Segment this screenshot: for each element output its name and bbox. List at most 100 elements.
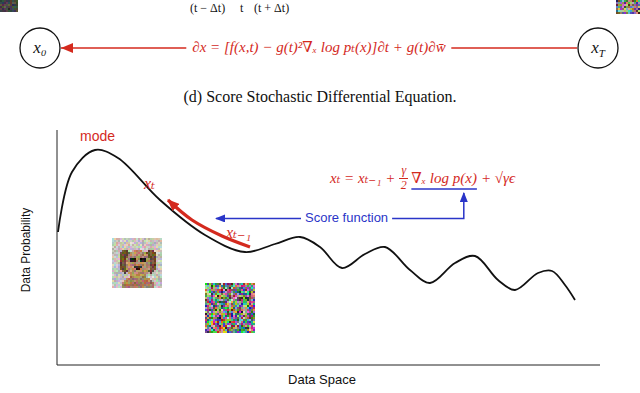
image-pixel — [209, 329, 211, 331]
image-pixel — [211, 303, 213, 305]
image-pixel — [235, 329, 237, 331]
image-pixel — [221, 289, 223, 291]
image-pixel — [217, 311, 219, 313]
image-pixel — [215, 291, 217, 293]
image-pixel — [140, 244, 142, 246]
image-pixel — [112, 254, 114, 256]
image-pixel — [10, 6, 12, 8]
image-pixel — [150, 280, 152, 282]
image-pixel — [221, 317, 223, 319]
image-pixel — [207, 285, 209, 287]
image-pixel — [146, 260, 148, 262]
image-pixel — [205, 331, 207, 333]
image-pixel — [229, 323, 231, 325]
image-pixel — [142, 254, 144, 256]
leader-line — [392, 193, 464, 219]
image-pixel — [239, 321, 241, 323]
image-pixel — [243, 317, 245, 319]
image-pixel — [211, 285, 213, 287]
image-pixel — [221, 303, 223, 305]
image-pixel — [231, 325, 233, 327]
image-pixel — [160, 248, 162, 250]
image-pixel — [205, 307, 207, 309]
image-pixel — [148, 286, 150, 288]
image-pixel — [150, 258, 152, 260]
image-pixel — [120, 254, 122, 256]
node-text-group: x₀ — [33, 38, 46, 58]
image-pixel — [239, 299, 241, 301]
image-pixel — [136, 246, 138, 248]
image-pixel — [126, 278, 128, 280]
image-pixel — [154, 268, 156, 270]
image-pixel — [128, 272, 130, 274]
image-pixel — [144, 268, 146, 270]
image-pixel — [233, 299, 235, 301]
image-pixel — [158, 274, 160, 276]
image-pixel — [233, 321, 235, 323]
image-pixel — [122, 254, 124, 256]
image-pixel — [253, 285, 255, 287]
image-pixel — [211, 331, 213, 333]
image-pixel — [140, 252, 142, 254]
image-pixel — [616, 10, 618, 12]
image-pixel — [120, 242, 122, 244]
image-pixel — [217, 301, 219, 303]
image-pixel — [122, 266, 124, 268]
image-pixel — [213, 297, 215, 299]
image-pixel — [207, 313, 209, 315]
image-pixel — [227, 327, 229, 329]
image-pixel — [241, 321, 243, 323]
image-pixel — [128, 238, 130, 240]
image-pixel — [116, 280, 118, 282]
image-pixel — [215, 285, 217, 287]
image-pixel — [213, 283, 215, 285]
image-pixel — [134, 284, 136, 286]
image-pixel — [120, 284, 122, 286]
image-pixel — [243, 321, 245, 323]
image-pixel — [245, 317, 247, 319]
image-pixel — [231, 327, 233, 329]
image-pixel — [227, 297, 229, 299]
image-pixel — [126, 252, 128, 254]
image-pixel — [152, 240, 154, 242]
image-pixel — [620, 6, 622, 8]
image-pixel — [152, 280, 154, 282]
image-pixel — [237, 285, 239, 287]
image-pixel — [116, 262, 118, 264]
image-pixel — [128, 240, 130, 242]
image-pixel — [12, 2, 14, 4]
image-pixel — [215, 287, 217, 289]
image-pixel — [215, 305, 217, 307]
image-pixel — [150, 270, 152, 272]
image-pixel — [241, 323, 243, 325]
image-pixel — [251, 311, 253, 313]
image-pixel — [134, 262, 136, 264]
image-pixel — [237, 317, 239, 319]
image-pixel — [211, 291, 213, 293]
axis-label: Data Probability — [20, 208, 34, 293]
image-pixel — [140, 260, 142, 262]
image-pixel — [221, 307, 223, 309]
image-pixel — [235, 299, 237, 301]
image-pixel — [225, 325, 227, 327]
image-pixel — [219, 315, 221, 317]
image-pixel — [122, 244, 124, 246]
image-pixel — [215, 303, 217, 305]
image-pixel — [209, 309, 211, 311]
image-pixel — [124, 250, 126, 252]
image-pixel — [138, 278, 140, 280]
image-pixel — [116, 258, 118, 260]
image-pixel — [616, 0, 618, 2]
image-pixel — [223, 303, 225, 305]
image-pixel — [146, 240, 148, 242]
image-pixel — [253, 297, 255, 299]
image-pixel — [126, 284, 128, 286]
image-pixel — [6, 2, 8, 4]
image-pixel — [235, 315, 237, 317]
image-pixel — [150, 260, 152, 262]
image-pixel — [118, 282, 120, 284]
image-pixel — [213, 315, 215, 317]
image-pixel — [223, 287, 225, 289]
image-pixel — [144, 280, 146, 282]
image-pixel — [221, 325, 223, 327]
